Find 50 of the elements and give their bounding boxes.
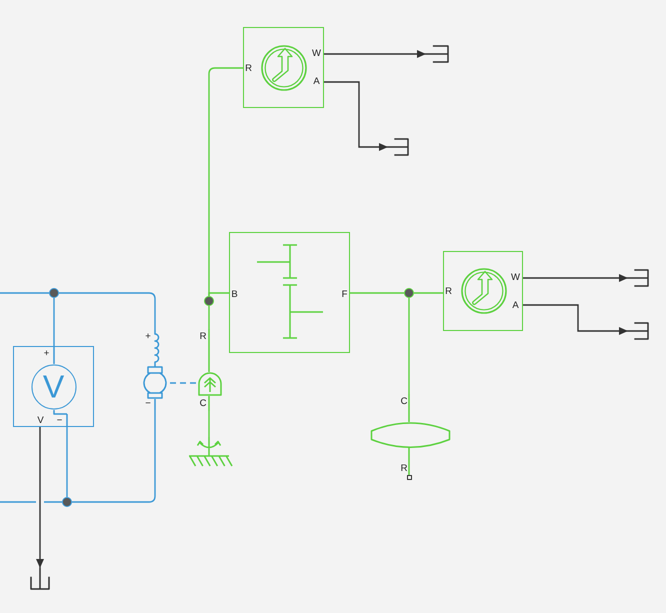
junction-dot xyxy=(62,497,72,507)
sensor-block xyxy=(443,251,523,331)
voltmeter-block xyxy=(13,346,94,427)
connection-line xyxy=(0,501,63,503)
port-label: R xyxy=(200,332,206,342)
terminator-icon xyxy=(628,322,649,340)
terminator-icon xyxy=(30,568,50,590)
port-label: F xyxy=(342,290,348,300)
port-label: C xyxy=(400,397,408,407)
connection-line xyxy=(72,410,156,503)
port-label: W xyxy=(312,48,321,58)
connection-line xyxy=(0,292,49,294)
port-label: R xyxy=(445,286,452,296)
port-label: − xyxy=(145,399,151,409)
port-label: B xyxy=(231,290,238,300)
junction-dot xyxy=(204,296,214,306)
connection-line xyxy=(208,292,229,296)
port-label: R xyxy=(245,64,252,74)
connection-line xyxy=(59,292,156,330)
terminator-icon xyxy=(426,45,449,63)
sensor-block xyxy=(243,27,324,108)
port-label: C xyxy=(200,399,206,409)
port-label: − xyxy=(56,416,62,426)
connection-line xyxy=(414,292,443,294)
port-label: V xyxy=(37,416,44,426)
gear-block xyxy=(229,232,350,353)
arrow xyxy=(324,81,388,151)
arrow xyxy=(523,304,628,335)
port-label: R xyxy=(400,464,408,474)
terminator-icon xyxy=(628,269,649,287)
port-label: + xyxy=(145,332,151,342)
dashed-line xyxy=(170,382,197,384)
port-label: + xyxy=(44,348,50,358)
connection-line xyxy=(208,306,210,329)
port-label: A xyxy=(313,76,320,86)
terminator-icon xyxy=(388,138,409,156)
connection-line xyxy=(208,411,210,437)
port-label: W xyxy=(511,272,520,282)
arrow xyxy=(324,50,426,58)
arrow xyxy=(523,274,628,282)
connection-line xyxy=(350,292,404,294)
ground-icon xyxy=(187,437,231,468)
meter-symbol: V xyxy=(31,364,76,409)
junction-dot xyxy=(404,288,414,298)
connection-line xyxy=(53,298,55,346)
junction-dot xyxy=(49,288,59,298)
connection-line xyxy=(408,298,410,394)
port-label: A xyxy=(512,300,519,310)
arrow xyxy=(36,427,44,568)
connection-line xyxy=(66,427,68,497)
